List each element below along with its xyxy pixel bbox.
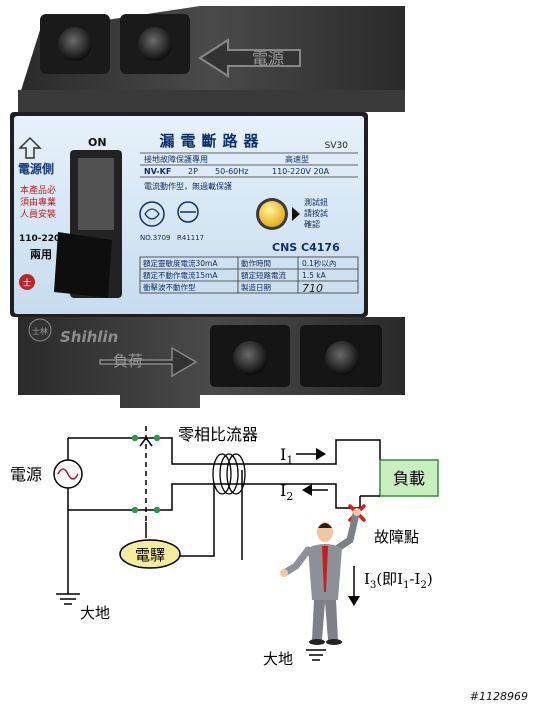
- leakage-circuit-diagram: [67, 426, 439, 594]
- current-i3-label: I3(即I1-I2): [364, 570, 433, 591]
- load-box: [379, 459, 439, 497]
- model-label: NV-KF: [144, 167, 171, 176]
- current-i1-arrow-icon: [296, 448, 326, 460]
- voltage-label: 110-220V: [19, 234, 67, 244]
- dual-use-label: 兩用: [30, 248, 52, 261]
- current-i1-label: I1: [280, 445, 293, 467]
- test-arrow-icon: [292, 207, 300, 221]
- spec-r2-c2: 額定短路電流: [241, 270, 286, 280]
- spec-r2-c1: 額定不動作電流15mA: [143, 270, 218, 280]
- cert-mark-2-icon: [177, 201, 199, 223]
- spec-r3-c3: 710: [302, 282, 323, 295]
- cert-mark-icon: [139, 201, 165, 227]
- current-i3-arrow-icon: [348, 566, 360, 606]
- notice-line-3: 人員安裝: [20, 208, 56, 220]
- screw-top-left-icon: [58, 27, 92, 61]
- brand-logo-small-icon: [19, 274, 35, 290]
- spec-r2-c3: 1.5 kA: [302, 271, 327, 280]
- fault-label: 故障點: [374, 528, 419, 546]
- ground-label-left: 大地: [80, 604, 110, 622]
- toggle-lever[interactable]: [54, 232, 112, 298]
- speed-label: 高速型: [285, 154, 309, 164]
- on-label: ON: [88, 136, 107, 149]
- spec-r1-c1: 額定靈敏度電流30mA: [143, 258, 218, 268]
- series-label: SV30: [325, 141, 349, 151]
- person-figure-icon: [280, 508, 361, 645]
- zct-label: 零相比流器: [178, 425, 258, 444]
- brand-logo-emboss-icon: [28, 318, 52, 342]
- load-arrow-icon: [99, 346, 198, 378]
- spec-r1-c3: 0.1秒以內: [302, 258, 336, 268]
- up-arrow-icon: [18, 136, 42, 159]
- spec-r3-c2: 製造日期: [241, 282, 271, 292]
- ground-symbol-left-icon: [56, 593, 80, 605]
- test-button[interactable]: [259, 201, 285, 227]
- brand-logo-small-text: 士: [22, 277, 31, 289]
- toggle-channel: [78, 158, 114, 230]
- freq-label: 50-60Hz: [215, 167, 248, 176]
- test-text-3: 確認: [304, 219, 320, 229]
- cert-number-2: R41117: [177, 234, 204, 242]
- screw-bottom-right-icon: [325, 341, 359, 375]
- screw-top-right-icon: [138, 27, 172, 61]
- ground-label-right: 大地: [263, 650, 293, 668]
- breaker-title: 漏電斷路器: [159, 132, 264, 150]
- zero-phase-ct-coil-icon: [212, 453, 246, 495]
- housing-ledge: [18, 90, 405, 112]
- ground-symbol-right-icon: [306, 649, 326, 661]
- bottom-embossed-label: 負荷: [113, 352, 143, 370]
- top-embossed-label: 電源: [252, 49, 284, 68]
- spec-r3-c1: 衝擊波不動作型: [143, 282, 196, 292]
- contact-up-arrow-icon: [139, 436, 153, 447]
- circuit-breaker-photo: 電源 ON 電源側 本產品必 須由專業 人員安裝 110-220V 兩用 士 漏…: [10, 6, 405, 408]
- screw-bottom-left-icon: [233, 341, 267, 375]
- brand-name: Shihlin: [60, 328, 118, 346]
- purpose-label: 接地故障保護專用: [144, 154, 208, 164]
- source-arrow-icon: [198, 38, 301, 78]
- notice-line-2: 須由專業: [20, 196, 56, 208]
- image-id-watermark: #1128969: [470, 690, 528, 703]
- source-side-label: 電源側: [18, 161, 54, 176]
- relay-label: 電驛: [135, 546, 165, 564]
- line-conductor: [162, 437, 381, 465]
- notice-line-1: 本產品必: [20, 184, 56, 196]
- relay-ellipse: [119, 539, 181, 569]
- spec-r1-c2: 動作時間: [241, 258, 271, 268]
- rating-label: 110-220V 20A: [272, 167, 330, 176]
- action-type-label: 電流動作型，無過載保護: [144, 181, 232, 191]
- cert-number-1: NO.3709: [140, 234, 171, 242]
- current-i2-arrow-icon: [302, 484, 328, 496]
- spec-table: 額定靈敏度電流30mA 動作時間 0.1秒以內 額定不動作電流15mA 額定短路…: [139, 256, 359, 295]
- load-label: 負載: [393, 469, 425, 488]
- current-i2-label: I2: [280, 481, 293, 503]
- cns-label: CNS C4176: [272, 241, 340, 254]
- brand-logo-emboss-text: 士林: [32, 326, 48, 336]
- return-conductor: [162, 483, 360, 511]
- power-label: 電源: [10, 465, 42, 484]
- ac-source-icon: [53, 459, 83, 489]
- test-text-1: 測試鈕: [304, 197, 328, 207]
- poles-label: 2P: [188, 167, 198, 176]
- test-text-2: 請按試: [304, 208, 328, 218]
